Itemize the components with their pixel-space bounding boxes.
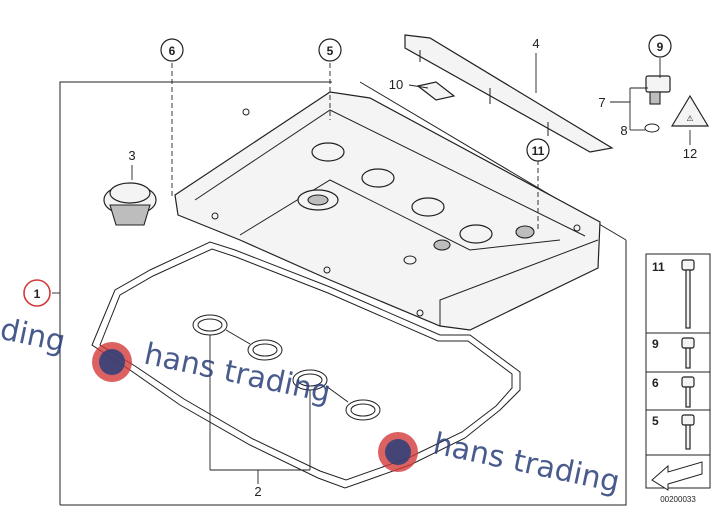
bolt-6-icon xyxy=(681,376,695,408)
callout-1: 1 xyxy=(23,279,51,307)
callout-7-text: 7 xyxy=(598,95,605,110)
watermark-text-mid: hans trading xyxy=(141,337,334,411)
watermark-text-left: ding xyxy=(0,312,68,360)
small-seal xyxy=(416,81,456,101)
bolt-9-icon xyxy=(681,337,695,369)
warning-label: ⚠ xyxy=(670,94,710,127)
legend-label-11: 11 xyxy=(652,260,665,274)
callout-10-text: 10 xyxy=(389,77,403,92)
callout-11: 11 xyxy=(526,138,550,162)
legend-label-9: 9 xyxy=(652,337,659,351)
callout-6: 6 xyxy=(160,38,184,62)
callout-1-text: 1 xyxy=(34,287,41,301)
callout-2-text: 2 xyxy=(254,484,261,499)
leader-lines xyxy=(52,53,691,484)
callout-3-text: 3 xyxy=(128,148,135,163)
callout-9: 9 xyxy=(648,34,672,58)
bolt-11-icon xyxy=(681,259,695,329)
watermark-text-right: hans trading xyxy=(430,426,623,500)
cover-rail xyxy=(404,34,614,153)
oil-filler-cap xyxy=(103,182,157,226)
callout-8-text: 8 xyxy=(620,123,627,138)
callout-5: 5 xyxy=(318,38,342,62)
watermark: ding hans trading hans trading xyxy=(0,312,623,500)
arrow-icon xyxy=(651,461,703,491)
callout-11-text: 11 xyxy=(532,144,545,158)
svg-text:⚠: ⚠ xyxy=(686,114,693,123)
legend-label-5: 5 xyxy=(652,414,659,428)
watermark-logo-icon xyxy=(92,342,132,382)
spark-plug-seals xyxy=(192,314,381,421)
cylinder-head-cover xyxy=(174,91,601,331)
sensor-assembly xyxy=(644,75,671,133)
bolt-5-icon xyxy=(681,414,695,450)
bolt-legend-panel: 11 9 6 5 00200033 xyxy=(645,253,711,504)
cover-gasket xyxy=(91,241,521,489)
callout-5-text: 5 xyxy=(327,44,334,58)
legend-label-6: 6 xyxy=(652,376,659,390)
callout-4-text: 4 xyxy=(532,36,539,51)
callout-12-text: 12 xyxy=(683,146,697,161)
diagram-code: 00200033 xyxy=(660,495,696,504)
watermark-logo-icon-2 xyxy=(378,432,418,472)
callout-6-text: 6 xyxy=(169,44,176,58)
callout-9-text: 9 xyxy=(657,40,664,54)
